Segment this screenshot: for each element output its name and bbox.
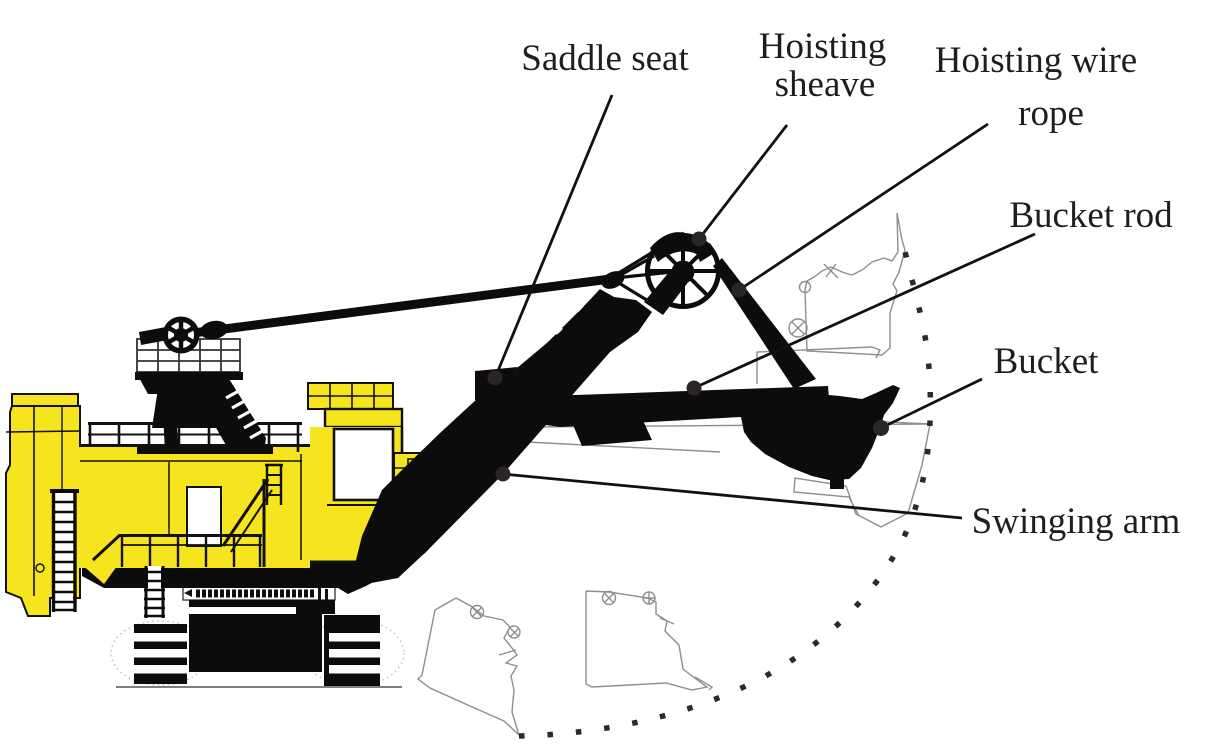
svg-text:Swinging arm: Swinging arm [972,501,1181,542]
svg-text:Saddle seat: Saddle seat [521,38,689,79]
svg-text:Bucket rod: Bucket rod [1009,195,1173,236]
svg-text:Bucket: Bucket [994,341,1100,382]
svg-text:sheave: sheave [775,64,876,105]
svg-text:rope: rope [1018,93,1084,134]
svg-text:Hoisting wire: Hoisting wire [935,40,1137,81]
svg-text:Hoisting: Hoisting [759,26,886,67]
